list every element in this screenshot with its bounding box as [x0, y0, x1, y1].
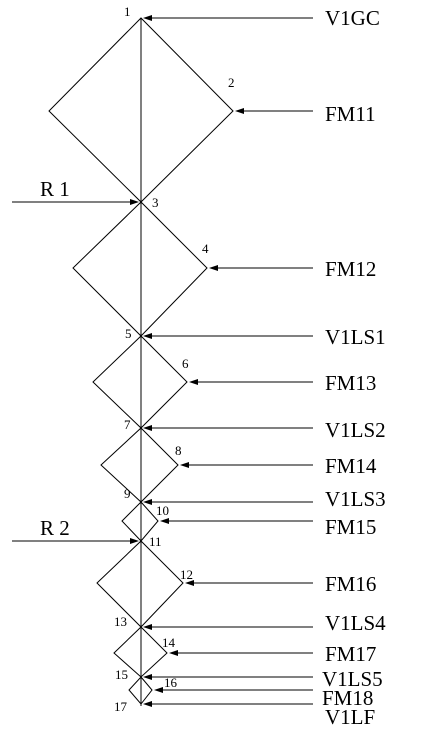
- node-1-label: 1: [124, 4, 131, 19]
- arrow-fm11: [235, 108, 313, 114]
- arrow-v1ls5: [143, 674, 313, 680]
- arrow-fm12: [209, 265, 313, 271]
- arrow-fm17: [169, 650, 313, 656]
- node-2-label: 2: [228, 75, 235, 90]
- arrow-fm13: [189, 379, 313, 385]
- arrow-r1: [12, 199, 139, 205]
- label-fm11: FM11: [325, 102, 376, 126]
- node-8-label: 8: [175, 443, 182, 458]
- node-12-label: 12: [180, 567, 193, 582]
- arrow-fm15: [160, 518, 313, 524]
- node-10-label: 10: [156, 503, 169, 518]
- label-fm17: FM17: [325, 642, 376, 666]
- diamond-3-5: [72, 201, 208, 337]
- label-fm14: FM14: [325, 454, 377, 478]
- label-v1ls2: V1LS2: [325, 418, 386, 442]
- label-v1ls4: V1LS4: [325, 611, 386, 635]
- node-17-label: 17: [114, 699, 128, 714]
- arrow-v1ls2: [143, 425, 313, 431]
- arrow-v1lf: [143, 701, 313, 707]
- arrow-v1ls3: [143, 499, 313, 505]
- node-13-label: 13: [114, 614, 127, 629]
- label-fm16: FM16: [325, 572, 376, 596]
- label-fm15: FM15: [325, 515, 376, 539]
- label-v1gc: V1GC: [325, 6, 380, 30]
- diamond-11-13: [96, 540, 184, 628]
- node-11-label: 11: [149, 534, 162, 549]
- node-9-label: 9: [124, 486, 131, 501]
- arrow-fm18: [154, 687, 313, 693]
- arrow-fm16: [185, 580, 313, 586]
- node-16-label: 16: [164, 675, 178, 690]
- node-4-label: 4: [202, 241, 209, 256]
- label-fm18: FM18: [322, 686, 373, 710]
- arrow-v1ls1: [143, 333, 313, 339]
- node-14-label: 14: [162, 635, 176, 650]
- node-6-label: 6: [182, 356, 189, 371]
- node-7-label: 7: [124, 417, 131, 432]
- arrow-v1gc: [143, 15, 313, 21]
- label-r1: R 1: [40, 177, 70, 201]
- arrow-v1ls4: [143, 624, 313, 630]
- label-v1lf: V1LF: [325, 705, 375, 729]
- label-fm13: FM13: [325, 371, 376, 395]
- node-15-label: 15: [115, 667, 128, 682]
- arrow-r2: [12, 538, 139, 544]
- diamond-15-17: [128, 676, 153, 705]
- label-v1ls1: V1LS1: [325, 325, 386, 349]
- label-fm12: FM12: [325, 257, 376, 281]
- label-v1ls5: V1LS5: [322, 667, 383, 691]
- diamond-5-7: [92, 335, 188, 429]
- diamond-7-9: [100, 427, 179, 503]
- label-v1ls3: V1LS3: [325, 487, 386, 511]
- label-r2: R 2: [40, 516, 70, 540]
- arrow-fm14: [180, 462, 313, 468]
- node-3-label: 3: [152, 195, 159, 210]
- node-5-label: 5: [125, 326, 132, 341]
